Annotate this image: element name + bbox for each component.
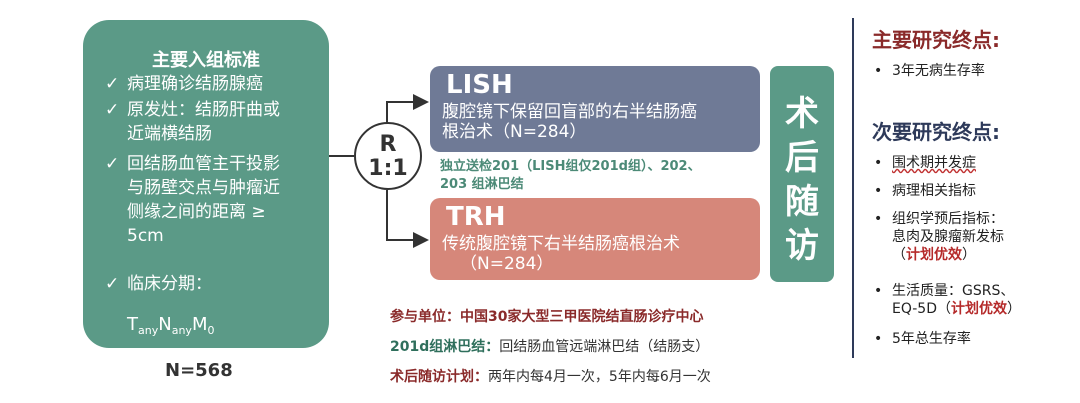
criteria-title: 主要入组标准: [152, 50, 260, 71]
postoperative-followup-box: 术 后 随 访: [770, 66, 834, 282]
lish-description: 腹腔镜下保留回盲部的右半结肠癌根治术（N=284）: [442, 102, 697, 142]
group-201d-note: 201d组淋巴结：回结肠血管远端淋巴结（结肠支）: [390, 339, 710, 355]
check-icon: ✓: [105, 274, 120, 294]
criteria-item-primary-site: ✓原发灶：结肠肝曲或 近端横结肠: [105, 100, 280, 144]
total-sample-size: N=568: [165, 360, 233, 381]
trh-arm-box: TRH 传统腹腔镜下右半结肠癌根治术（N=284）: [430, 198, 760, 280]
criteria-item-distance: ✓回结肠血管主干投影 与肠壁交点与肿瘤近 侧缘之间的距离 ≥ 5cm: [105, 154, 280, 246]
inclusion-criteria-box: 主要入组标准 ✓病理确诊结肠腺癌 ✓原发灶：结肠肝曲或 近端横结肠 ✓回结肠血管…: [83, 20, 329, 348]
arrow-to-lish: [386, 94, 429, 124]
bullet-icon: •: [874, 155, 883, 171]
randomization-circle: R 1:1: [354, 122, 422, 190]
secondary-endpoint-item: •5年总生存率: [874, 331, 971, 347]
lymph-node-note: 独立送检201（LISH组仅201d组）、202、203 组淋巴结: [440, 159, 701, 192]
secondary-endpoint-item: •围术期并发症: [874, 155, 976, 171]
followup-plan-note: 术后随访计划：两年内每4月一次，5年内每6月一次: [390, 369, 711, 385]
bullet-icon: •: [874, 63, 883, 79]
arrow-to-trh: [386, 190, 429, 248]
tnm-stage: TanyNanyM0: [127, 314, 215, 337]
randomization-arrows: [329, 94, 429, 248]
bullet-icon: •: [874, 211, 883, 227]
followup-char: 后: [785, 138, 819, 178]
check-icon: ✓: [105, 74, 120, 94]
lish-name: LISH: [446, 70, 513, 100]
primary-endpoint-item: •3年无病生存率: [874, 63, 985, 79]
bullet-icon: •: [874, 283, 883, 299]
lish-arm-box: LISH 腹腔镜下保留回盲部的右半结肠癌根治术（N=284）: [430, 66, 760, 152]
check-icon: ✓: [105, 100, 120, 120]
followup-char: 随: [785, 182, 819, 222]
followup-char: 访: [785, 226, 819, 266]
check-icon: ✓: [105, 154, 120, 174]
bullet-icon: •: [874, 183, 883, 199]
secondary-endpoint-item: •组织学预后指标： 息肉及腺瘤新发标 （计划优效）: [874, 211, 1004, 263]
secondary-endpoint-title: 次要研究终点:: [872, 120, 1000, 144]
trh-name: TRH: [446, 202, 506, 232]
followup-char: 术: [785, 94, 819, 134]
secondary-endpoint-item: •病理相关指标: [874, 183, 976, 199]
trh-description: 传统腹腔镜下右半结肠癌根治术（N=284）: [442, 234, 680, 274]
criteria-item-pathology: ✓病理确诊结肠腺癌: [105, 74, 263, 94]
primary-endpoint-title: 主要研究终点:: [872, 28, 1000, 52]
participating-units-note: 参与单位：中国30家大型三甲医院结直肠诊疗中心: [390, 309, 704, 325]
criteria-item-stage: ✓临床分期：: [105, 274, 212, 294]
bullet-icon: •: [874, 331, 883, 347]
vertical-divider: [852, 18, 854, 358]
secondary-endpoint-item: •生活质量：GSRS、 EQ-5D（计划优效）: [874, 283, 1021, 317]
